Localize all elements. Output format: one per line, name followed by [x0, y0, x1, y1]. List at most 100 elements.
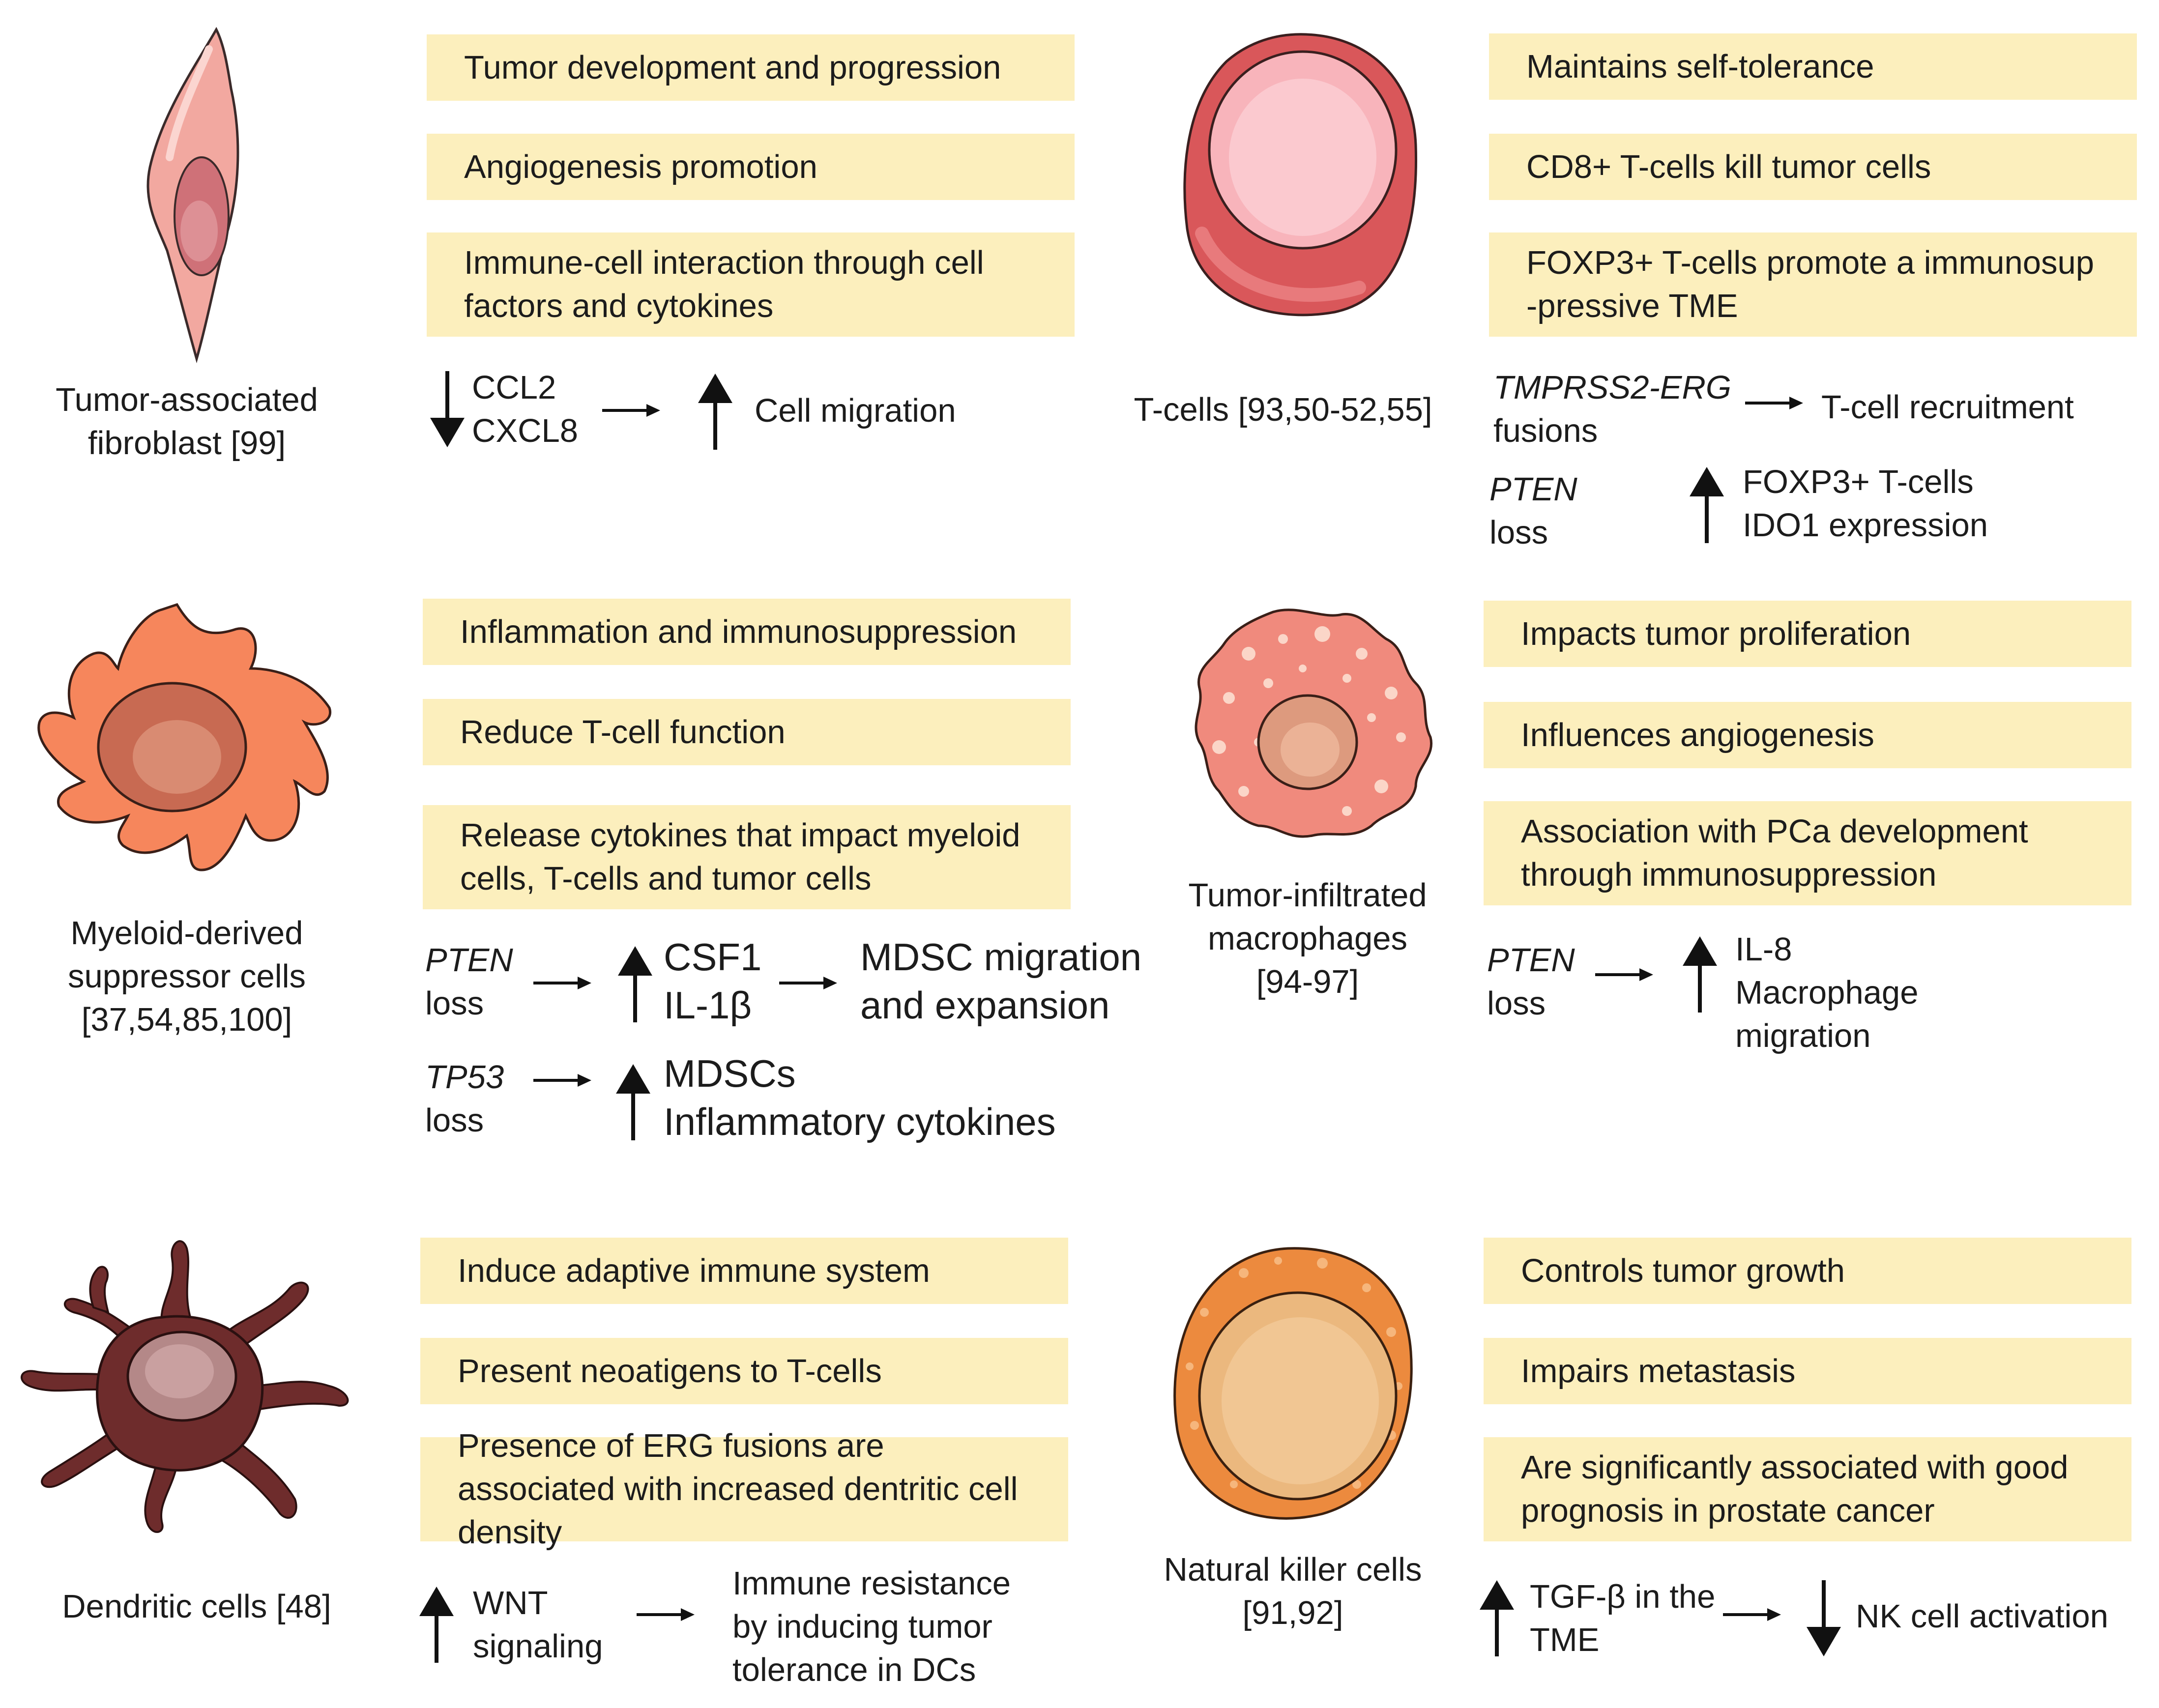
fibroblast-output: Cell migration	[755, 392, 956, 429]
tcell-cell-illustration	[1183, 33, 1417, 317]
mdsc-pathway2-gene-suffix: loss	[425, 1102, 484, 1139]
nk-output: NK cell activation	[1856, 1598, 2108, 1635]
mdsc-pathway2-output-2: Inflammatory cytokines	[664, 1100, 1056, 1143]
tcell-pathway2-output-1: FOXP3+ T-cells	[1743, 463, 1974, 500]
mdsc-label-line-1: Myeloid-derived	[70, 915, 303, 952]
mdsc-pathway1-gene-name: PTEN	[425, 942, 513, 979]
nk-box-3-text: Are significantly associated with good p…	[1521, 1449, 2069, 1529]
macrophage-pathway-outputs: IL-8 Macrophage migration	[1735, 928, 1918, 1058]
mdsc-pathway1-output: MDSC migration and expansion	[860, 933, 1141, 1029]
fibroblast-right-arrow-icon	[602, 404, 660, 417]
tcell-label: T-cells [93,50-52,55]	[1134, 391, 1432, 428]
mdsc-box-3: Release cytokines that impact myeloid ce…	[423, 805, 1071, 909]
macrophage-box-1: Impacts tumor proliferation	[1484, 601, 2131, 667]
tcell-box-2-text: CD8+ T-cells kill tumor cells	[1526, 148, 1931, 185]
mdsc-box-1: Inflammation and immunosuppression	[423, 599, 1071, 665]
mdsc-pathway2-gene: TP53 loss	[425, 1056, 504, 1142]
dendritic-output-2: by inducing tumor	[732, 1608, 992, 1645]
macrophage-pathway-output-1: IL-8	[1735, 931, 1792, 968]
macrophage-box-3-text: Association with PCa development through…	[1521, 813, 2028, 893]
tcell-pathway1-gene-name: TMPRSS2-ERG	[1493, 369, 1731, 406]
dendritic-box-2-text: Present neoatigens to T-cells	[458, 1352, 882, 1390]
mdsc-pathway1-right-arrow-2-icon	[779, 977, 837, 989]
dendritic-box-1: Induce adaptive immune system	[420, 1238, 1068, 1304]
tcell-box-1: Maintains self-tolerance	[1489, 33, 2137, 100]
macrophage-pathway-right-arrow-icon	[1595, 968, 1653, 981]
fibroblast-cell-illustration	[146, 27, 239, 364]
tcell-pathway2-up-arrow-icon	[1690, 467, 1724, 543]
fibroblast-box-1-text: Tumor development and progression	[464, 49, 1001, 86]
mdsc-box-1-text: Inflammation and immunosuppression	[460, 613, 1017, 650]
dendritic-output: Immune resistance by inducing tumor tole…	[732, 1562, 1011, 1692]
mdsc-pathway1-gene: PTEN loss	[425, 939, 513, 1025]
fibroblast-up-arrow-icon	[698, 374, 732, 450]
tcell-box-3: FOXP3+ T-cells promote a immunosup-press…	[1489, 232, 2137, 337]
mdsc-pathway2-right-arrow-icon	[533, 1074, 591, 1087]
nk-box-3: Are significantly associated with good p…	[1484, 1437, 2131, 1541]
dendritic-input-1: WNT	[473, 1585, 548, 1621]
fibroblast-box-1: Tumor development and progression	[427, 34, 1075, 101]
mdsc-pathway2-output-1: MDSCs	[664, 1052, 796, 1095]
nk-label-line-1: Natural killer cells	[1164, 1551, 1422, 1588]
mdsc-pathway1-right-arrow-1-icon	[533, 977, 591, 989]
fibroblast-input-1: CCL2	[472, 369, 556, 406]
tcell-box-1-text: Maintains self-tolerance	[1526, 48, 1874, 85]
macrophage-box-3: Association with PCa development through…	[1484, 801, 2131, 905]
nk-label-line-2: [91,92]	[1242, 1594, 1343, 1631]
nk-label: Natural killer cells [91,92]	[1136, 1548, 1450, 1635]
fibroblast-label: Tumor-associated fibroblast [99]	[34, 378, 339, 465]
mdsc-pathway1-mid: CSF1 IL-1β	[664, 933, 761, 1029]
tcell-pathway1-gene: TMPRSS2-ERG fusions	[1493, 366, 1731, 453]
mdsc-pathway1-up-arrow-icon	[618, 946, 652, 1022]
mdsc-pathway1-mid-2: IL-1β	[664, 984, 752, 1027]
mdsc-label-line-2: suppressor cells	[67, 958, 306, 995]
mdsc-box-2: Reduce T-cell function	[423, 699, 1071, 765]
nk-up-arrow-icon	[1480, 1580, 1514, 1656]
fibroblast-box-3: Immune-cell interaction through cell fac…	[427, 232, 1075, 337]
macrophage-pathway-gene-suffix: loss	[1487, 985, 1546, 1022]
nk-box-1-text: Controls tumor growth	[1521, 1252, 1845, 1289]
fibroblast-down-arrow-icon	[430, 371, 465, 447]
mdsc-pathway2-outputs: MDSCs Inflammatory cytokines	[664, 1049, 1056, 1146]
macrophage-pathway-up-arrow-icon	[1683, 936, 1717, 1013]
tcell-box-2: CD8+ T-cells kill tumor cells	[1489, 134, 2137, 200]
macrophage-label: Tumor-infiltrated macrophages [94-97]	[1145, 874, 1470, 1004]
fibroblast-label-line-2: fibroblast [99]	[88, 425, 286, 462]
nk-right-arrow-icon	[1723, 1608, 1781, 1621]
tcell-pathway1-output: T-cell recruitment	[1821, 389, 2074, 426]
mdsc-label: Myeloid-derived suppressor cells [37,54,…	[25, 912, 349, 1042]
dendritic-box-1-text: Induce adaptive immune system	[458, 1252, 930, 1289]
tcell-pathway2-gene-suffix: loss	[1489, 514, 1548, 551]
fibroblast-box-2-text: Angiogenesis promotion	[464, 148, 817, 185]
macrophage-pathway-output-3: migration	[1735, 1017, 1871, 1054]
nk-input-2: TME	[1530, 1621, 1600, 1658]
dendritic-box-3: Presence of ERG fusions are associated w…	[420, 1427, 1068, 1551]
dendritic-label: Dendritic cells [48]	[62, 1588, 331, 1625]
macrophage-label-line-1: Tumor-infiltrated	[1188, 877, 1427, 914]
fibroblast-inputs: CCL2 CXCL8	[472, 366, 578, 453]
nk-box-2: Impairs metastasis	[1484, 1338, 2131, 1404]
mdsc-box-2-text: Reduce T-cell function	[460, 713, 786, 751]
dendritic-input-2: signaling	[473, 1628, 603, 1665]
nk-inputs: TGF-β in the TME	[1530, 1575, 1715, 1662]
nk-box-1: Controls tumor growth	[1484, 1238, 2131, 1304]
tcell-pathway2-outputs: FOXP3+ T-cells IDO1 expression	[1743, 461, 1988, 547]
nk-cell-illustration	[1173, 1247, 1413, 1520]
tcell-pathway1-right-arrow-icon	[1745, 397, 1803, 409]
macrophage-box-2: Influences angiogenesis	[1484, 702, 2131, 768]
macrophage-pathway-output-2: Macrophage	[1735, 974, 1919, 1011]
nk-box-2-text: Impairs metastasis	[1521, 1352, 1796, 1390]
tcell-pathway2-output-2: IDO1 expression	[1743, 507, 1988, 544]
mdsc-pathway2-up-arrow-icon	[616, 1064, 650, 1140]
macrophage-box-2-text: Influences angiogenesis	[1521, 716, 1874, 753]
mdsc-pathway1-gene-suffix: loss	[425, 985, 484, 1022]
macrophage-label-line-3: [94-97]	[1256, 963, 1359, 1000]
nk-input-1: TGF-β in the	[1530, 1578, 1716, 1615]
dendritic-output-1: Immune resistance	[732, 1565, 1011, 1602]
mdsc-pathway2-gene-name: TP53	[425, 1059, 504, 1096]
dendritic-inputs: WNT signaling	[473, 1582, 603, 1668]
macrophage-cell-illustration	[1195, 608, 1433, 838]
tcell-pathway2-gene: PTEN loss	[1489, 468, 1577, 554]
mdsc-pathway1-output-2: and expansion	[860, 984, 1110, 1027]
fibroblast-input-2: CXCL8	[472, 412, 578, 449]
